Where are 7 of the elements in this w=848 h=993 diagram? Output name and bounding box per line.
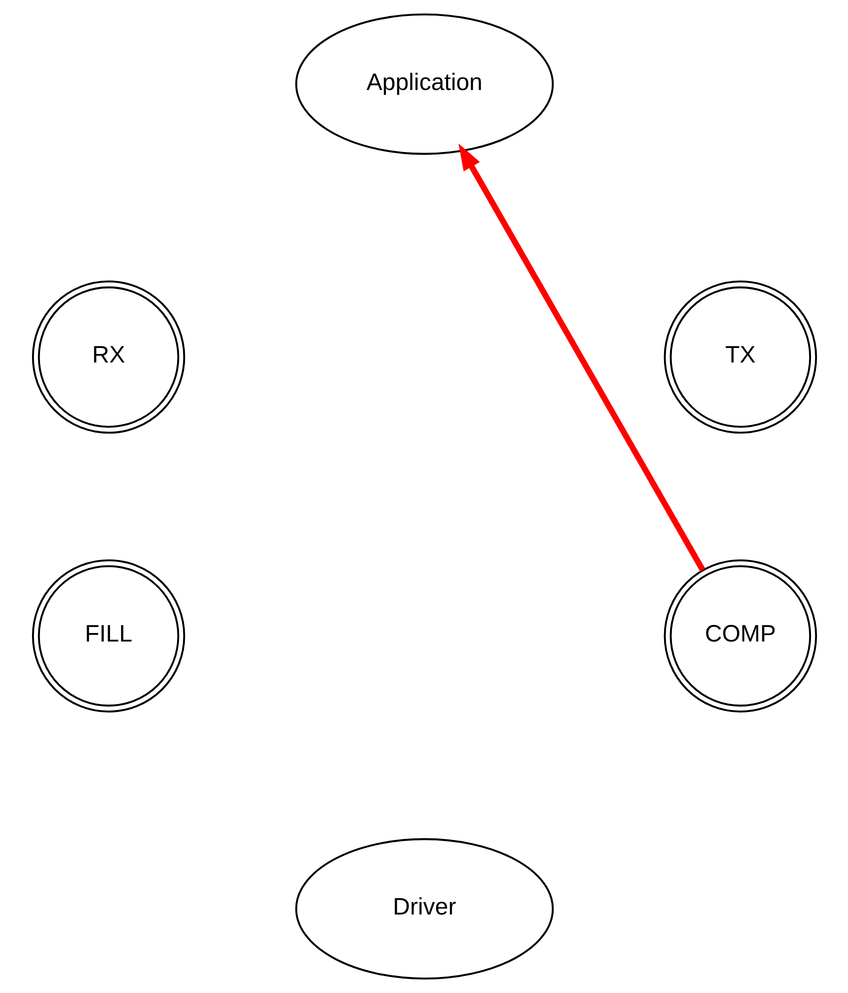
node-circle: TX	[663, 280, 817, 434]
arrow	[458, 143, 705, 572]
node-circle: FILL	[31, 559, 185, 713]
node-circle: COMP	[663, 559, 817, 713]
node-circle: RX	[31, 280, 185, 434]
node-ellipse: Driver	[294, 838, 554, 980]
node-ellipse: Application	[294, 14, 554, 155]
